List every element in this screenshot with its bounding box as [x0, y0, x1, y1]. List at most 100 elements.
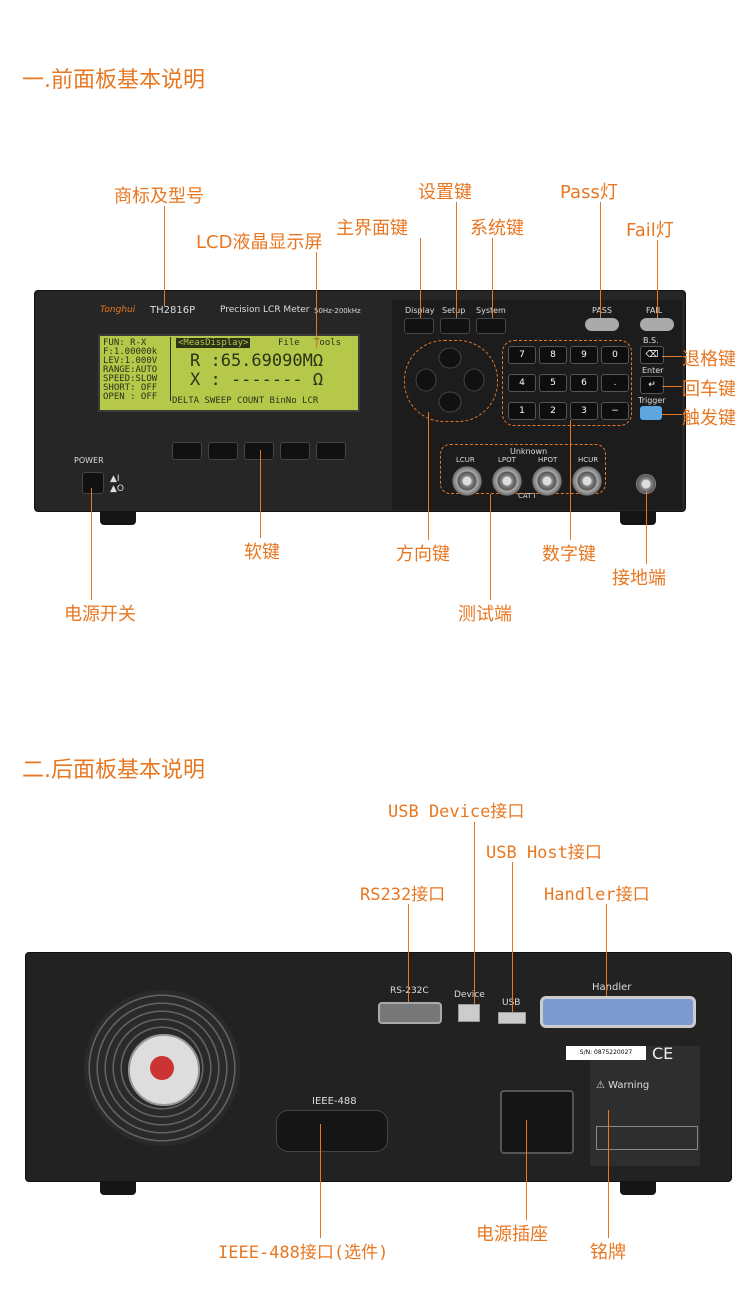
system-button[interactable] [476, 318, 506, 334]
enter-text: Enter [642, 366, 664, 375]
back-foot-right [620, 1181, 656, 1195]
bs-text: B.S. [643, 336, 659, 345]
bnc-lpot[interactable] [492, 466, 522, 496]
label-fail-light: Fail灯 [626, 220, 674, 241]
line-power [91, 488, 92, 600]
num-key-2[interactable]: 2 [539, 402, 567, 420]
usb-device-port[interactable] [458, 1004, 480, 1022]
lcd-left-1: F:1.00000k [103, 347, 158, 357]
soft-key-5[interactable] [316, 442, 346, 460]
lcd-left-3: RANGE:AUTO [103, 365, 158, 375]
num-key-9[interactable]: 9 [570, 346, 598, 364]
direction-pad-outline [404, 340, 498, 422]
up-arrow-icon[interactable] [438, 347, 462, 369]
front-foot-left [100, 511, 136, 525]
label-brand-model: 商标及型号 [114, 186, 204, 207]
terminals-outline [440, 444, 606, 494]
num-key-minus[interactable]: − [601, 402, 629, 420]
left-arrow-icon[interactable] [415, 368, 437, 392]
line-fail [657, 240, 658, 318]
lcd-left-0: FUN: R-X [103, 338, 147, 348]
usb-text: USB [502, 998, 520, 1008]
line-ground [646, 490, 647, 564]
num-key-3[interactable]: 3 [570, 402, 598, 420]
label-direction-keys: 方向键 [396, 544, 450, 565]
label-handler: Handler接口 [544, 885, 650, 905]
lcd-tab: <MeasDisplay> [176, 338, 251, 348]
line-soft-keys [260, 450, 261, 538]
num-key-4[interactable]: 4 [508, 374, 536, 392]
num-key-6[interactable]: 6 [570, 374, 598, 392]
line-enter [662, 386, 682, 387]
line-brand-model [164, 206, 165, 306]
label-backspace: 退格键 [682, 349, 736, 370]
label-pass-light: Pass灯 [560, 182, 618, 203]
label-enter: 回车键 [682, 379, 736, 400]
line-pass [600, 202, 601, 318]
line-nameplate [608, 1110, 609, 1238]
port-hcur: HCUR [578, 456, 599, 464]
trigger-key[interactable] [640, 406, 662, 420]
num-key-8[interactable]: 8 [539, 346, 567, 364]
enter-key[interactable]: ↵ [640, 376, 664, 394]
warning-text: ⚠ Warning [596, 1080, 650, 1091]
numpad-outline [502, 340, 632, 426]
lcd-left-4: SPEED:SLOW [103, 374, 158, 384]
power-switch[interactable] [82, 472, 104, 494]
line-backspace [662, 356, 682, 357]
label-usb-device: USB Device接口 [388, 802, 525, 822]
fan-hub-icon [150, 1056, 174, 1080]
back-foot-left [100, 1181, 136, 1195]
soft-key-3[interactable] [244, 442, 274, 460]
direction-pad[interactable] [412, 344, 488, 416]
usb-host-port[interactable] [498, 1012, 526, 1024]
num-key-dot[interactable]: . [601, 374, 629, 392]
num-key-0[interactable]: 0 [601, 346, 629, 364]
line-system [492, 238, 493, 318]
setup-button[interactable] [440, 318, 470, 334]
bnc-hpot[interactable] [532, 466, 562, 496]
lcd-left-5: SHORT: OFF [103, 383, 158, 393]
rs232c-text: RS-232C [390, 986, 429, 996]
display-btn-label: Display [405, 306, 435, 315]
line-power-socket [526, 1120, 527, 1220]
label-main-key: 主界面键 [336, 218, 408, 239]
display-button[interactable] [404, 318, 434, 334]
ieee-cover [276, 1110, 388, 1152]
num-key-7[interactable]: 7 [508, 346, 536, 364]
section-title-back: 二.后面板基本说明 [22, 758, 205, 783]
lcd-file: File [278, 338, 300, 348]
line-ieee [320, 1124, 321, 1238]
label-ieee: IEEE-488接口(选件) [218, 1243, 389, 1263]
label-setup-key: 设置键 [418, 182, 472, 203]
model-name: TH2816P [150, 305, 196, 316]
num-key-1[interactable]: 1 [508, 402, 536, 420]
model-desc: Precision LCR Meter [220, 305, 310, 315]
power-socket[interactable] [500, 1090, 574, 1154]
down-arrow-icon[interactable] [438, 391, 462, 413]
num-key-5[interactable]: 5 [539, 374, 567, 392]
label-number-keys: 数字键 [542, 544, 596, 565]
label-test-terminal: 测试端 [458, 604, 512, 625]
line-trigger [662, 414, 682, 415]
soft-key-4[interactable] [280, 442, 310, 460]
soft-key-2[interactable] [208, 442, 238, 460]
handler-port[interactable] [540, 996, 696, 1028]
label-power-socket: 电源插座 [476, 1224, 548, 1245]
port-lcur: LCUR [456, 456, 475, 464]
setup-btn-label: Setup [442, 306, 466, 315]
handler-text: Handler [592, 982, 632, 993]
fail-text: FAIL [646, 306, 663, 315]
line-numbers [570, 420, 571, 540]
bnc-lcur[interactable] [452, 466, 482, 496]
brand-logo: Tonghui [100, 305, 136, 315]
bnc-hcur[interactable] [572, 466, 602, 496]
label-lcd: LCD液晶显示屏 [196, 232, 323, 253]
rs232-port[interactable] [378, 1002, 442, 1024]
backspace-key[interactable]: ⌫ [640, 346, 664, 364]
right-arrow-icon[interactable] [463, 368, 485, 392]
soft-key-1[interactable] [172, 442, 202, 460]
unknown-text: Unknown [510, 447, 548, 456]
serial-label: S/N: 0875220027 [566, 1046, 646, 1060]
ground-terminal[interactable] [636, 474, 656, 494]
